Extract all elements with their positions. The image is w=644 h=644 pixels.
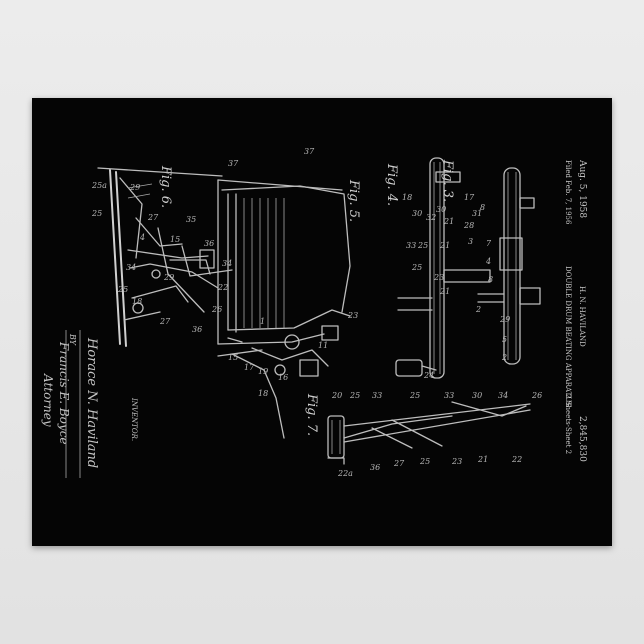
svg-text:25a: 25a bbox=[91, 181, 107, 190]
svg-text:22a: 22a bbox=[337, 469, 353, 478]
svg-text:36: 36 bbox=[204, 239, 214, 248]
svg-text:29: 29 bbox=[129, 183, 140, 192]
svg-text:11: 11 bbox=[318, 341, 328, 350]
figure-6: Fig. 6. 25a 25 29 27 35 15 36 34 22 26 2… bbox=[91, 165, 233, 347]
svg-text:4: 4 bbox=[485, 257, 491, 266]
svg-text:27: 27 bbox=[147, 213, 159, 222]
attorney-label: Attorney bbox=[41, 373, 55, 427]
svg-text:1: 1 bbox=[260, 317, 265, 326]
patent-filed-date: Filed Feb. 7, 1956 bbox=[564, 160, 572, 225]
fig5-label: Fig. 5. bbox=[346, 179, 361, 222]
patent-date: Aug. 5, 1958 bbox=[577, 159, 587, 218]
svg-text:27: 27 bbox=[159, 317, 171, 326]
svg-text:36: 36 bbox=[192, 325, 202, 334]
svg-text:23: 23 bbox=[433, 273, 444, 282]
svg-text:8: 8 bbox=[488, 275, 493, 284]
svg-text:18: 18 bbox=[132, 297, 142, 306]
svg-text:25: 25 bbox=[411, 263, 422, 272]
svg-text:26: 26 bbox=[211, 305, 222, 314]
svg-text:37: 37 bbox=[304, 147, 315, 156]
patent-poster: Aug. 5, 1958 Filed Feb. 7, 1956 H. N. HA… bbox=[32, 98, 612, 546]
patent-title: DOUBLE DRUM BEATING APPARATUS bbox=[564, 266, 572, 407]
svg-text:35: 35 bbox=[186, 215, 196, 224]
svg-text:21: 21 bbox=[477, 455, 488, 464]
svg-text:36: 36 bbox=[370, 463, 380, 472]
svg-text:20: 20 bbox=[331, 391, 342, 400]
svg-text:15: 15 bbox=[170, 235, 180, 244]
fig4-label: Fig. 4. bbox=[384, 163, 399, 206]
svg-text:16: 16 bbox=[278, 373, 288, 382]
svg-text:25: 25 bbox=[419, 457, 430, 466]
svg-text:30: 30 bbox=[412, 209, 422, 218]
svg-text:3: 3 bbox=[468, 237, 473, 246]
signature-block: INVENTOR. Horace N. Haviland BY Francis … bbox=[41, 330, 138, 478]
svg-text:8: 8 bbox=[480, 203, 485, 212]
figure-3: Fig. 3. 17 31 8 28 3 7 4 8 2 29 5 2 bbox=[440, 159, 541, 365]
svg-text:33: 33 bbox=[444, 391, 454, 400]
svg-text:18: 18 bbox=[402, 193, 412, 202]
svg-text:23: 23 bbox=[347, 311, 358, 320]
svg-text:33: 33 bbox=[372, 391, 382, 400]
svg-text:21: 21 bbox=[439, 241, 450, 250]
svg-text:7: 7 bbox=[486, 239, 492, 248]
svg-text:25: 25 bbox=[91, 209, 102, 218]
patent-header: Aug. 5, 1958 Filed Feb. 7, 1956 H. N. HA… bbox=[564, 159, 587, 462]
svg-text:29: 29 bbox=[499, 315, 510, 324]
svg-text:15: 15 bbox=[228, 353, 238, 362]
svg-text:34: 34 bbox=[126, 263, 136, 272]
by-label: BY bbox=[68, 333, 77, 346]
inventor-label: INVENTOR. bbox=[130, 397, 138, 441]
svg-text:23: 23 bbox=[451, 457, 462, 466]
svg-text:25: 25 bbox=[349, 391, 360, 400]
figure-4: Fig. 4. 18 30 32 30 21 33 25 21 23 25 21… bbox=[384, 157, 491, 380]
patent-number: 2,845,830 bbox=[577, 416, 587, 462]
patent-sheets: 2 Sheets-Sheet 2 bbox=[564, 394, 572, 454]
figure-7: Fig. 7. 20 25 33 25 33 30 34 26 22a 36 2… bbox=[304, 391, 542, 478]
svg-text:24: 24 bbox=[423, 371, 434, 380]
svg-text:4: 4 bbox=[139, 233, 145, 242]
svg-text:37: 37 bbox=[228, 159, 239, 168]
svg-text:21: 21 bbox=[443, 217, 454, 226]
svg-text:30: 30 bbox=[472, 391, 482, 400]
svg-text:5: 5 bbox=[502, 335, 507, 344]
svg-text:17: 17 bbox=[244, 363, 255, 372]
figure-5: Fig. 5. 37 37 23 11 1 19 18 15 17 16 bbox=[217, 147, 361, 439]
svg-text:31: 31 bbox=[472, 209, 482, 218]
svg-text:22: 22 bbox=[511, 455, 522, 464]
svg-text:26: 26 bbox=[531, 391, 542, 400]
inventor-signature: Horace N. Haviland bbox=[84, 337, 99, 468]
fig3-label: Fig. 3. bbox=[440, 159, 455, 202]
svg-text:34: 34 bbox=[222, 259, 232, 268]
svg-text:30: 30 bbox=[436, 205, 446, 214]
svg-text:25: 25 bbox=[409, 391, 420, 400]
fig6-label: Fig. 6. bbox=[158, 165, 173, 208]
svg-text:25: 25 bbox=[417, 241, 428, 250]
svg-text:25: 25 bbox=[117, 285, 128, 294]
svg-text:28: 28 bbox=[463, 221, 474, 230]
fig7-label: Fig. 7. bbox=[304, 393, 319, 436]
patent-inventor: H. N. HAVILAND bbox=[578, 286, 586, 347]
svg-text:19: 19 bbox=[258, 367, 268, 376]
svg-text:18: 18 bbox=[258, 389, 268, 398]
svg-text:2: 2 bbox=[501, 353, 507, 362]
svg-text:32: 32 bbox=[426, 213, 436, 222]
svg-text:33: 33 bbox=[406, 241, 416, 250]
svg-text:21: 21 bbox=[439, 287, 450, 296]
patent-drawing: Aug. 5, 1958 Filed Feb. 7, 1956 H. N. HA… bbox=[41, 147, 587, 478]
svg-text:2: 2 bbox=[475, 305, 481, 314]
attorney-signature: Francis E. Boyce bbox=[57, 341, 71, 445]
svg-text:27: 27 bbox=[393, 459, 405, 468]
svg-text:22: 22 bbox=[217, 283, 228, 292]
svg-text:34: 34 bbox=[498, 391, 508, 400]
svg-text:17: 17 bbox=[464, 193, 475, 202]
svg-text:29: 29 bbox=[163, 273, 174, 282]
